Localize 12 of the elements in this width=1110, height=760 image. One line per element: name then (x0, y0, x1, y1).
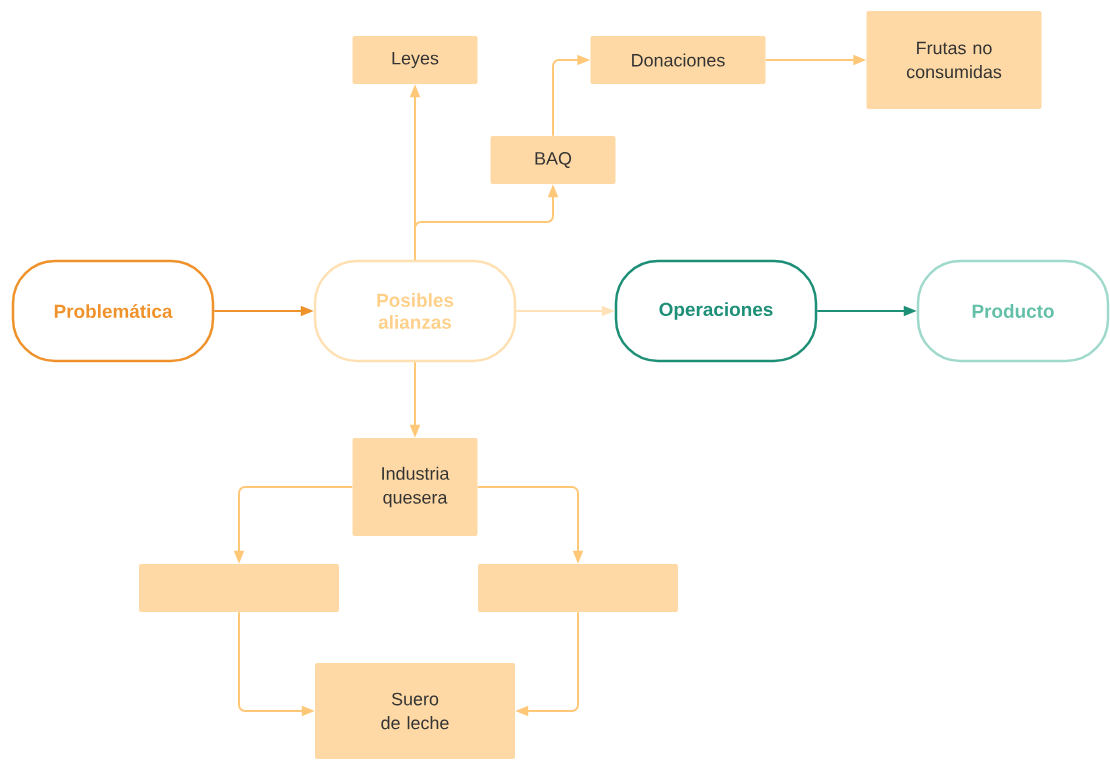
process-box: BAQ (490, 136, 616, 184)
process-box (478, 564, 678, 612)
rounded-box: Producto (916, 259, 1110, 363)
process-box (139, 564, 339, 612)
rounded-box: Problemática (11, 259, 215, 363)
process-box: Donaciones (590, 36, 766, 84)
process-box: Frutas no consumidas (866, 11, 1042, 109)
process-box: Leyes (352, 36, 478, 84)
process-box: Suero de leche (315, 663, 515, 759)
rounded-box: Operaciones (614, 259, 818, 363)
process-box: Industria quesera (352, 438, 478, 536)
rounded-box: Posibles alianzas (313, 259, 517, 363)
